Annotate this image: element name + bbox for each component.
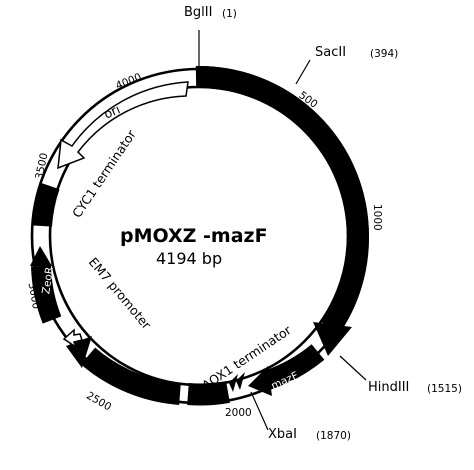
feature-right-arc: [195, 65, 369, 237]
site-sacii-pos: (394): [370, 48, 398, 60]
zeor-label: ZeoR: [40, 266, 56, 295]
lower-left-arc: [80, 347, 182, 405]
mazf-arrowhead: [248, 366, 272, 396]
site-xbai-pos: (1870): [316, 430, 351, 442]
site-bglii-pos: (1): [222, 8, 237, 20]
aox1-arc: [187, 381, 230, 406]
sacii-marker: [295, 59, 311, 85]
zeor-arc: [31, 265, 62, 324]
zeor-arrowhead: [30, 246, 52, 266]
tick-2500: 2500: [84, 390, 113, 414]
tick-4000: 4000: [114, 71, 143, 92]
marker-triangle-2: [229, 374, 238, 392]
ori-label: ori: [101, 101, 122, 121]
cyc1-arc: [32, 182, 60, 227]
site-hindiii-name: HindIII: [368, 380, 409, 395]
tick-3500: 3500: [33, 152, 50, 181]
site-bglii-name: BglII: [184, 5, 212, 20]
em7-label: EM7 promoter: [86, 254, 155, 332]
xbai-marker: [250, 391, 269, 431]
ori-arrow: [57, 81, 189, 170]
hindiii-marker: [339, 355, 367, 381]
mazf-arrow: [264, 344, 325, 390]
plasmid-name: pMOXZ -mazF: [120, 225, 268, 247]
site-sacii-name: SacII: [315, 45, 346, 60]
cassette-arrowhead: [313, 322, 352, 356]
tick-3000: 3000: [26, 282, 42, 310]
site-hindiii-pos: (1515): [427, 383, 462, 395]
marker-triangle-1: [236, 372, 245, 390]
plasmid-size: 4194 bp: [156, 249, 222, 268]
tick-2000: 2000: [225, 407, 252, 419]
feature-right-arc-2: [320, 235, 370, 335]
tick-1000: 1000: [371, 204, 383, 231]
em7-arrow: [62, 328, 83, 349]
site-xbai-name: XbaI: [268, 427, 297, 442]
